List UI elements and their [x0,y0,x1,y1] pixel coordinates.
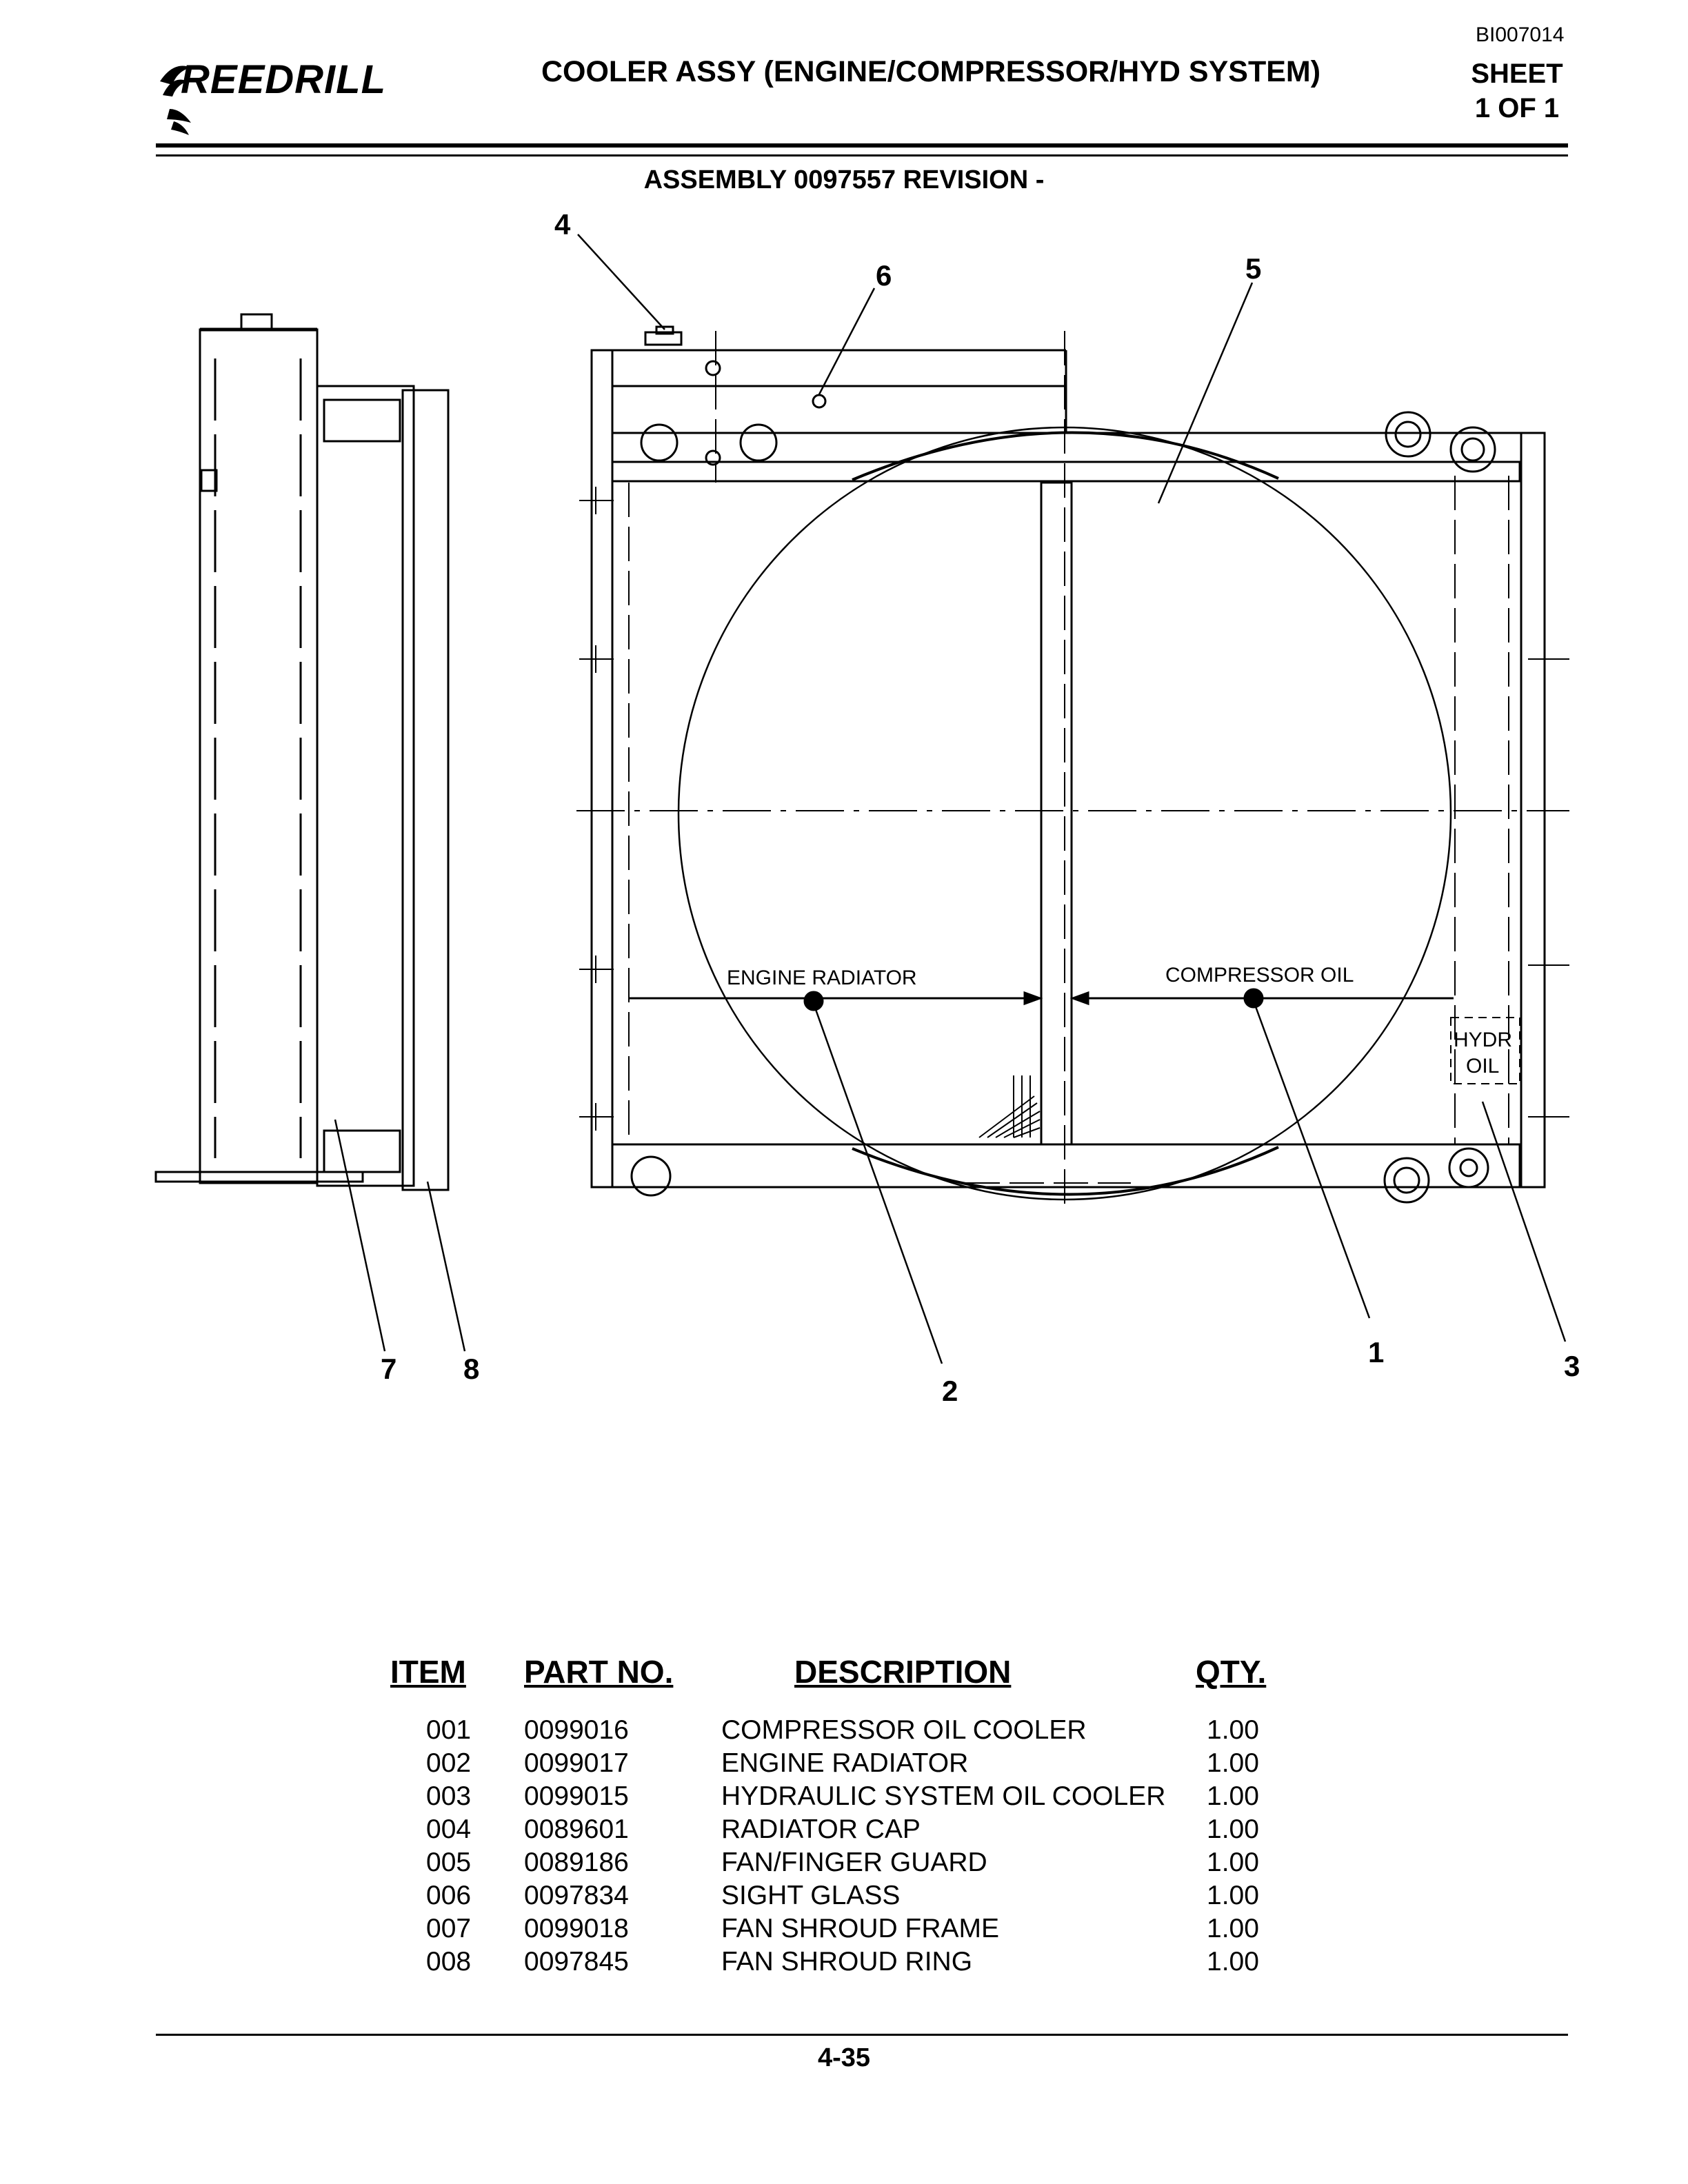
side-view [154,313,450,1191]
qty-cell: 1.00 [1207,1947,1259,1976]
header-qty: QTY. [1196,1654,1267,1690]
document-id: BI007014 [1476,23,1565,46]
header-description: DESCRIPTION [794,1654,1012,1690]
sheet-label: SHEET [1471,59,1563,89]
reedrill-logo: REEDRILL [153,54,408,136]
compressor-oil-dot [1243,988,1264,1009]
part-no-cell: 0097834 [524,1881,629,1910]
item-cell: 004 [426,1814,472,1844]
header-rule-thin [156,154,1568,156]
qty-cell: 1.00 [1207,1748,1259,1778]
table-row: 001 0099016 COMPRESSOR OIL COOLER 1.00 [386,1715,1352,1748]
callout-7: 7 [381,1353,396,1385]
assembly-drawing: 1 2 3 4 5 6 7 8 ENGINE RADIATOR COMPRESS… [154,208,1580,1407]
header-part-no: PART NO. [524,1654,674,1690]
part-no-cell: 0097845 [524,1947,629,1976]
page-number: 4-35 [817,2043,871,2072]
table-row: 005 0089186 FAN/FINGER GUARD 1.00 [386,1848,1352,1881]
item-cell: 003 [426,1781,472,1811]
sheet-info: SHEET 1 OF 1 [1434,57,1600,125]
callout-4: 4 [554,208,571,241]
callout-6: 6 [876,259,892,292]
description-cell: FAN SHROUD FRAME [721,1914,1000,1943]
assembly-subtitle: ASSEMBLY 0097557 REVISION - [643,165,1045,194]
qty-cell: 1.00 [1207,1848,1259,1877]
qty-cell: 1.00 [1207,1715,1259,1745]
qty-cell: 1.00 [1207,1914,1259,1943]
label-engine-radiator: ENGINE RADIATOR [727,967,917,989]
callout-1: 1 [1368,1336,1384,1368]
footer-rule [156,2034,1568,2036]
description-cell: HYDRAULIC SYSTEM OIL COOLER [721,1781,1166,1811]
page-title: COOLER ASSY (ENGINE/COMPRESSOR/HYD SYSTE… [541,55,1321,88]
part-no-cell: 0099017 [524,1748,629,1778]
radiator-cap [644,331,683,346]
part-no-cell: 0099018 [524,1914,629,1943]
description-cell: COMPRESSOR OIL COOLER [721,1715,1087,1745]
item-cell: 006 [426,1881,472,1910]
description-cell: RADIATOR CAP [721,1814,921,1844]
logo-text: REEDRILL [181,57,386,102]
table-row: 007 0099018 FAN SHROUD FRAME 1.00 [386,1914,1352,1947]
callout-8: 8 [463,1353,479,1385]
description-cell: FAN/FINGER GUARD [721,1848,987,1877]
item-cell: 007 [426,1914,472,1943]
sight-glass [812,394,827,409]
part-no-cell: 0099016 [524,1715,629,1745]
sheet-value: 1 OF 1 [1474,93,1560,123]
qty-cell: 1.00 [1207,1814,1259,1844]
logo-swirl-icon [160,65,191,135]
table-row: 008 0097845 FAN SHROUD RING 1.00 [386,1947,1352,1980]
part-no-cell: 0089601 [524,1814,629,1844]
description-cell: SIGHT GLASS [721,1881,901,1910]
label-hydr: HYDR [1454,1029,1512,1051]
front-view [576,325,1569,1213]
callout-2: 2 [942,1375,958,1407]
item-cell: 002 [426,1748,472,1778]
qty-cell: 1.00 [1207,1781,1259,1811]
header-rule-thick [156,143,1568,148]
callout-5: 5 [1245,252,1261,285]
header-item: ITEM [390,1654,466,1690]
description-cell: FAN SHROUD RING [721,1947,973,1976]
qty-cell: 1.00 [1207,1881,1259,1910]
item-cell: 001 [426,1715,472,1745]
leader-lines [334,234,1567,1364]
label-oil: OIL [1466,1055,1499,1078]
callout-3: 3 [1564,1350,1580,1382]
engine-radiator-dot [803,991,824,1011]
label-compressor-oil: COMPRESSOR OIL [1165,964,1354,987]
dimension-arrows [629,988,1454,1011]
part-no-cell: 0099015 [524,1781,629,1811]
item-cell: 005 [426,1848,472,1877]
item-cell: 008 [426,1947,472,1976]
part-no-cell: 0089186 [524,1848,629,1877]
table-row: 006 0097834 SIGHT GLASS 1.00 [386,1881,1352,1914]
table-row: 004 0089601 RADIATOR CAP 1.00 [386,1814,1352,1848]
table-row: 003 0099015 HYDRAULIC SYSTEM OIL COOLER … [386,1781,1352,1814]
description-cell: ENGINE RADIATOR [721,1748,969,1778]
table-row: 002 0099017 ENGINE RADIATOR 1.00 [386,1748,1352,1781]
